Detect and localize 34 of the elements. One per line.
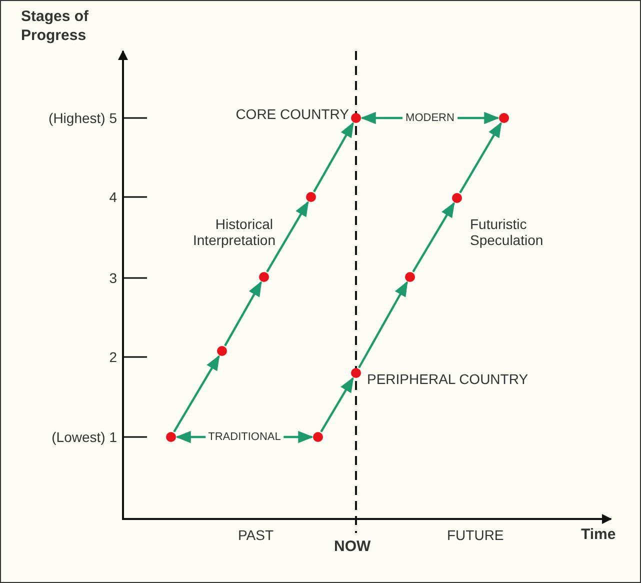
point-marker xyxy=(351,113,361,123)
axis-title: Time xyxy=(581,527,616,543)
arrow xyxy=(173,354,220,432)
annotation-text: Historical Interpretation xyxy=(193,216,273,248)
point-marker xyxy=(405,272,415,282)
point-marker xyxy=(259,272,269,282)
arrow xyxy=(224,280,262,346)
point-marker xyxy=(452,193,462,203)
axis-tick-label: 4 xyxy=(109,189,117,205)
point-marker xyxy=(217,346,227,356)
arrow xyxy=(358,280,408,368)
arrow xyxy=(412,202,455,272)
point-marker xyxy=(313,432,323,442)
arrow xyxy=(320,376,354,432)
axis-tick-label: (Highest) 5 xyxy=(48,110,117,126)
edge-label: MODERN xyxy=(402,112,458,124)
annotation-text: Futuristic Speculation xyxy=(470,216,544,248)
axis-title: Stages of Progress xyxy=(21,7,90,45)
arrow xyxy=(313,122,354,192)
arrow xyxy=(266,200,309,272)
axis-category-label: PAST xyxy=(238,527,274,543)
axis-tick-label: (Lowest) 1 xyxy=(52,429,117,445)
axis-tick-label: 3 xyxy=(109,270,117,286)
axis-category-label: NOW xyxy=(334,539,371,555)
point-label: PERIPHERAL COUNTRY xyxy=(367,371,528,387)
point-label: CORE COUNTRY xyxy=(236,106,349,122)
edge-label: TRADITIONAL xyxy=(205,431,284,443)
axis-category-label: FUTURE xyxy=(447,527,504,543)
point-marker xyxy=(306,192,316,202)
point-marker xyxy=(166,432,176,442)
point-marker xyxy=(351,368,361,378)
axis-tick-label: 2 xyxy=(109,349,117,365)
arrow xyxy=(459,122,502,194)
point-marker xyxy=(499,113,509,123)
